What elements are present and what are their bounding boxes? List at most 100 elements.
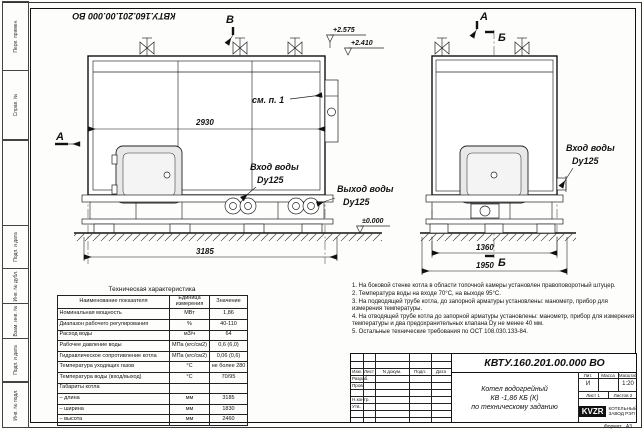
boiler-drawing-svg: 2930 3185 +2.575 +2.410 — [55, 11, 615, 275]
tb-scale-value: 1:20 — [622, 381, 634, 387]
margin-cell — [2, 139, 29, 226]
margin-cell: Перв. примен. — [2, 1, 29, 72]
callout-inlet-side: Вход воды Dy125 — [558, 143, 615, 189]
margin-label: Перв. примен. — [12, 19, 19, 53]
margin-strip: Перв. примен. Справ. № Подп. и дата Инв.… — [2, 1, 29, 428]
cell-unit: % — [169, 318, 210, 331]
drawing-frame — [30, 8, 636, 423]
title-block: Изм. Лист N докум. Подп. Дата Разраб. Пр… — [350, 353, 637, 423]
cell-unit: МВт — [169, 308, 210, 320]
margin-cell: Взам. инв. № — [2, 303, 29, 340]
dim-side-body-width: 1360 — [476, 243, 494, 252]
table-row: Диапазон рабочего регулирования%40-110 — [57, 318, 248, 331]
cell-name: Температура воды (вход/выход) — [57, 371, 170, 384]
margin-label: Инв. № подл. — [12, 389, 19, 421]
tb-razrab: Разраб. — [352, 376, 369, 381]
margin-label: Инв. № дубл. — [12, 270, 19, 302]
company-name: КОТЕЛЬНЫЙ ЗАВОД РЭП — [608, 406, 637, 416]
cell-unit: мм — [169, 414, 210, 426]
tb-mass-label: Масса — [601, 373, 615, 378]
boiler-side-view: 1360 1950 — [421, 37, 568, 275]
cell-value: 2460 — [209, 414, 248, 426]
note-item: 4. На отводящей трубе котла до запорной … — [352, 313, 635, 327]
ground-line — [74, 232, 576, 241]
cell-name: – длина — [57, 393, 170, 405]
callout-outlet-front: Выход воды Dy125 — [315, 184, 394, 207]
door-hinge — [111, 184, 118, 195]
tb-doc-number: КВТУ.160.201.00.000 ВО — [484, 357, 605, 369]
cell-name: Расход воды — [57, 329, 170, 342]
side-door — [459, 145, 529, 204]
cell-value: 3185 — [209, 393, 248, 405]
cell-unit: мм — [169, 403, 210, 416]
dim-front-overall: 3185 — [196, 247, 214, 256]
technical-notes: 1. На боковой стенке котла в области топ… — [352, 283, 636, 337]
svg-text:Выход воды: Выход воды — [337, 184, 394, 194]
company-line: КОТЕЛЬНЫЙ — [608, 405, 638, 411]
cell-name: Номинальная мощность — [57, 308, 170, 320]
section-label-b-top: Б — [498, 32, 506, 44]
format-label: Формат А3 — [604, 424, 632, 430]
tb-header-ndoc: N докум. — [382, 369, 402, 374]
svg-text:Вход воды: Вход воды — [250, 162, 299, 172]
tb-lit-value: И — [585, 381, 591, 387]
cell-value: 0,06 (0,6) — [209, 350, 248, 363]
dim-front-body-width: 2930 — [195, 118, 214, 127]
view-mark-a-left: А — [55, 131, 81, 147]
margin-cell: Подп. и дата — [2, 338, 29, 383]
door-handle — [490, 171, 498, 179]
cell-name: Диапазон рабочего регулирования — [57, 318, 170, 331]
section-label-b-bottom: Б — [498, 257, 506, 269]
inlet-flange — [224, 197, 257, 215]
svg-text:см. п. 1: см. п. 1 — [252, 95, 284, 105]
margin-label: Подп. и дата — [12, 345, 19, 376]
tb-scale-label: Масштаб — [619, 373, 637, 378]
cell-name: Габариты котла — [57, 382, 170, 395]
cell-value: 70/95 — [209, 371, 248, 384]
dim-side-overall: 1950 — [476, 261, 494, 270]
callout-see-item: см. п. 1 — [252, 92, 323, 105]
cell-value: 40-110 — [209, 318, 248, 331]
company-line: ЗАВОД РЭП — [608, 411, 635, 416]
cell-name: – ширина — [57, 403, 170, 416]
spec-table-area: Техническая характеристика Наименование … — [57, 286, 248, 426]
product-line: Котел водогрейный — [481, 385, 548, 393]
margin-cell: Инв. № подл. — [2, 381, 29, 428]
tb-header-data: Дата — [435, 369, 447, 374]
dim-front-overall-group: 3185 — [83, 237, 338, 261]
tb-lit-label: Лит. — [583, 373, 593, 378]
cell-unit: МПа (кгс/см2) — [169, 350, 210, 363]
cell-value: не более 280 — [209, 361, 248, 373]
elevation-value: +2.575 — [333, 27, 355, 34]
door-hinge — [111, 154, 118, 165]
note-item: 2. Температура воды на входе 70°С, на вы… — [352, 290, 501, 297]
elevation-mark-top1: +2.575 — [325, 27, 366, 48]
kvzr-logo: KVZR — [578, 405, 607, 417]
side-panel — [324, 79, 339, 143]
tb-header-podp: Подп. — [413, 369, 427, 374]
door-handle — [163, 171, 171, 179]
elevation-mark-zero: ±0.000 — [355, 218, 390, 234]
valve — [434, 37, 450, 56]
tb-product-name: Котел водогрейный КВ -1,86 КБ (К) по тех… — [451, 372, 578, 424]
cell-value: 1830 — [209, 403, 248, 416]
side-inlet-stub — [556, 176, 567, 192]
table-row: Габариты котла — [57, 382, 248, 395]
valve — [139, 37, 155, 56]
margin-label: Подп. и дата — [12, 232, 19, 262]
product-line: КВ -1,86 КБ (К) — [490, 394, 539, 402]
front-door — [111, 145, 183, 204]
elevation-value: +2.410 — [351, 40, 373, 47]
view-mark-a-top: А — [469, 11, 488, 39]
cell-unit: МПа (кгс/см2) — [169, 340, 210, 352]
valve — [287, 37, 303, 56]
cell-unit — [169, 382, 210, 395]
svg-text:Вход воды: Вход воды — [566, 143, 615, 153]
